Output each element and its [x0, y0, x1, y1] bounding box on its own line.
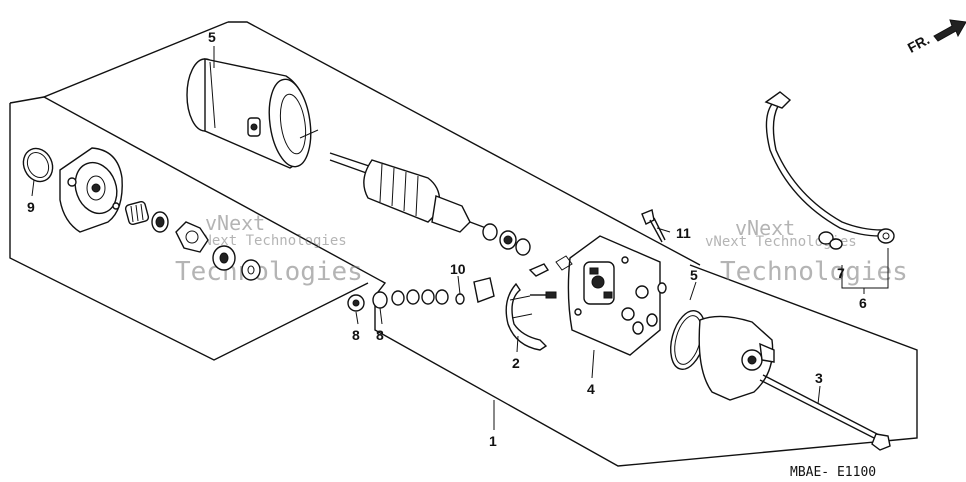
brush-spring-part-2: [505, 263, 557, 351]
callout-8-left: 8: [352, 327, 360, 343]
rear-cover: [698, 315, 775, 401]
front-cover: [59, 147, 123, 233]
callout-8-right: 8: [376, 327, 384, 343]
bolt-part-11: [641, 209, 666, 243]
assembly-outline: [9, 21, 918, 467]
watermark-right: vNext Technologies vNext Technologies: [705, 216, 908, 287]
leader-lines: [31, 46, 889, 430]
armature: [329, 152, 487, 233]
starter-cable-part-6: [764, 91, 895, 250]
callout-10: 10: [450, 261, 466, 277]
watermark-text: vNext Technologies: [195, 233, 347, 249]
callout-2: 2: [512, 355, 520, 371]
watermark-text: vNext: [735, 216, 795, 240]
bearing-washers-left: [124, 200, 261, 281]
brush-part-10: [455, 277, 495, 305]
direction-label: FR.: [905, 31, 932, 56]
callout-9: 9: [27, 199, 35, 215]
through-bolt-part-3: [759, 374, 891, 451]
callout-4: 4: [587, 381, 595, 397]
front-direction-arrow: FR.: [905, 19, 966, 56]
watermark-text: vNext: [205, 211, 265, 235]
figure-code: MBAE- E1100: [790, 465, 876, 480]
callout-6: 6: [859, 295, 867, 311]
callout-11: 11: [676, 225, 691, 241]
watermark-left: vNext Technologies vNext Technologies: [175, 211, 363, 287]
callout-labels: 5 9 10 8 8 2 4 1 3 11 5 7 6: [27, 29, 867, 449]
callout-3: 3: [815, 370, 823, 386]
callout-7: 7: [837, 265, 845, 281]
o-ring-part-9: [22, 147, 54, 183]
callout-5-rear: 5: [690, 267, 698, 283]
motor-yoke-housing: [186, 58, 319, 169]
terminal-washers-row: [347, 289, 449, 312]
watermark-text: Technologies: [175, 257, 363, 287]
callout-1: 1: [489, 433, 497, 449]
callout-5-yoke: 5: [208, 29, 216, 45]
armature-washers: [482, 223, 531, 256]
brush-holder-assembly-part-4: [555, 235, 667, 356]
watermark-text: Technologies: [720, 257, 908, 287]
